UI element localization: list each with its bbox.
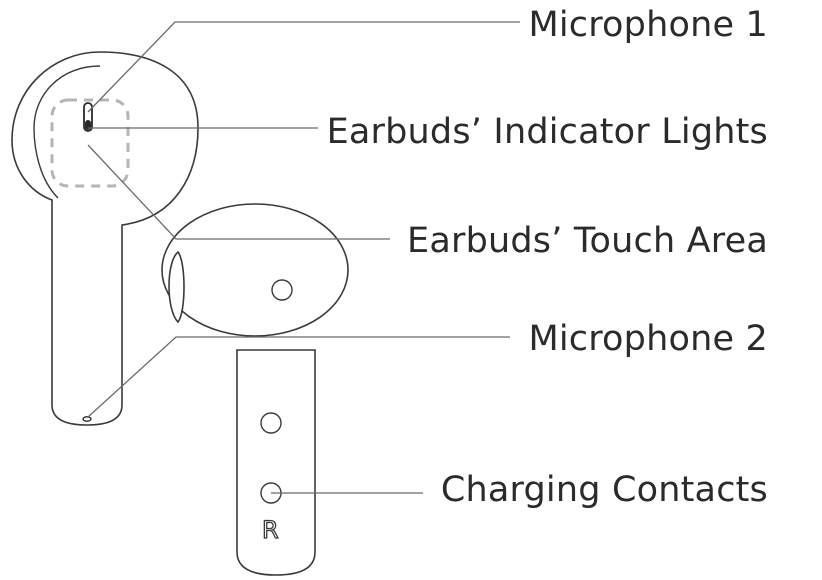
leader-microphone-1	[87, 21, 520, 113]
label-indicator-lights: Earbuds’ Indicator Lights	[326, 112, 768, 152]
label-microphone-1: Microphone 1	[528, 5, 768, 45]
label-microphone-2: Microphone 2	[528, 319, 768, 359]
label-touch-area: Earbuds’ Touch Area	[407, 221, 768, 261]
leader-lines	[87, 21, 520, 494]
left-earbud	[11, 51, 199, 426]
side-mark: R	[262, 516, 279, 544]
touch-area-outline	[50, 98, 130, 188]
right-earbud: R	[161, 203, 349, 576]
leader-touch-area	[87, 144, 390, 240]
leader-microphone-2	[87, 336, 510, 418]
sensor-circle	[271, 279, 293, 301]
charging-contact-upper	[260, 412, 282, 434]
label-charging-contacts: Charging Contacts	[440, 470, 768, 510]
microphone-2-hole	[82, 416, 92, 422]
